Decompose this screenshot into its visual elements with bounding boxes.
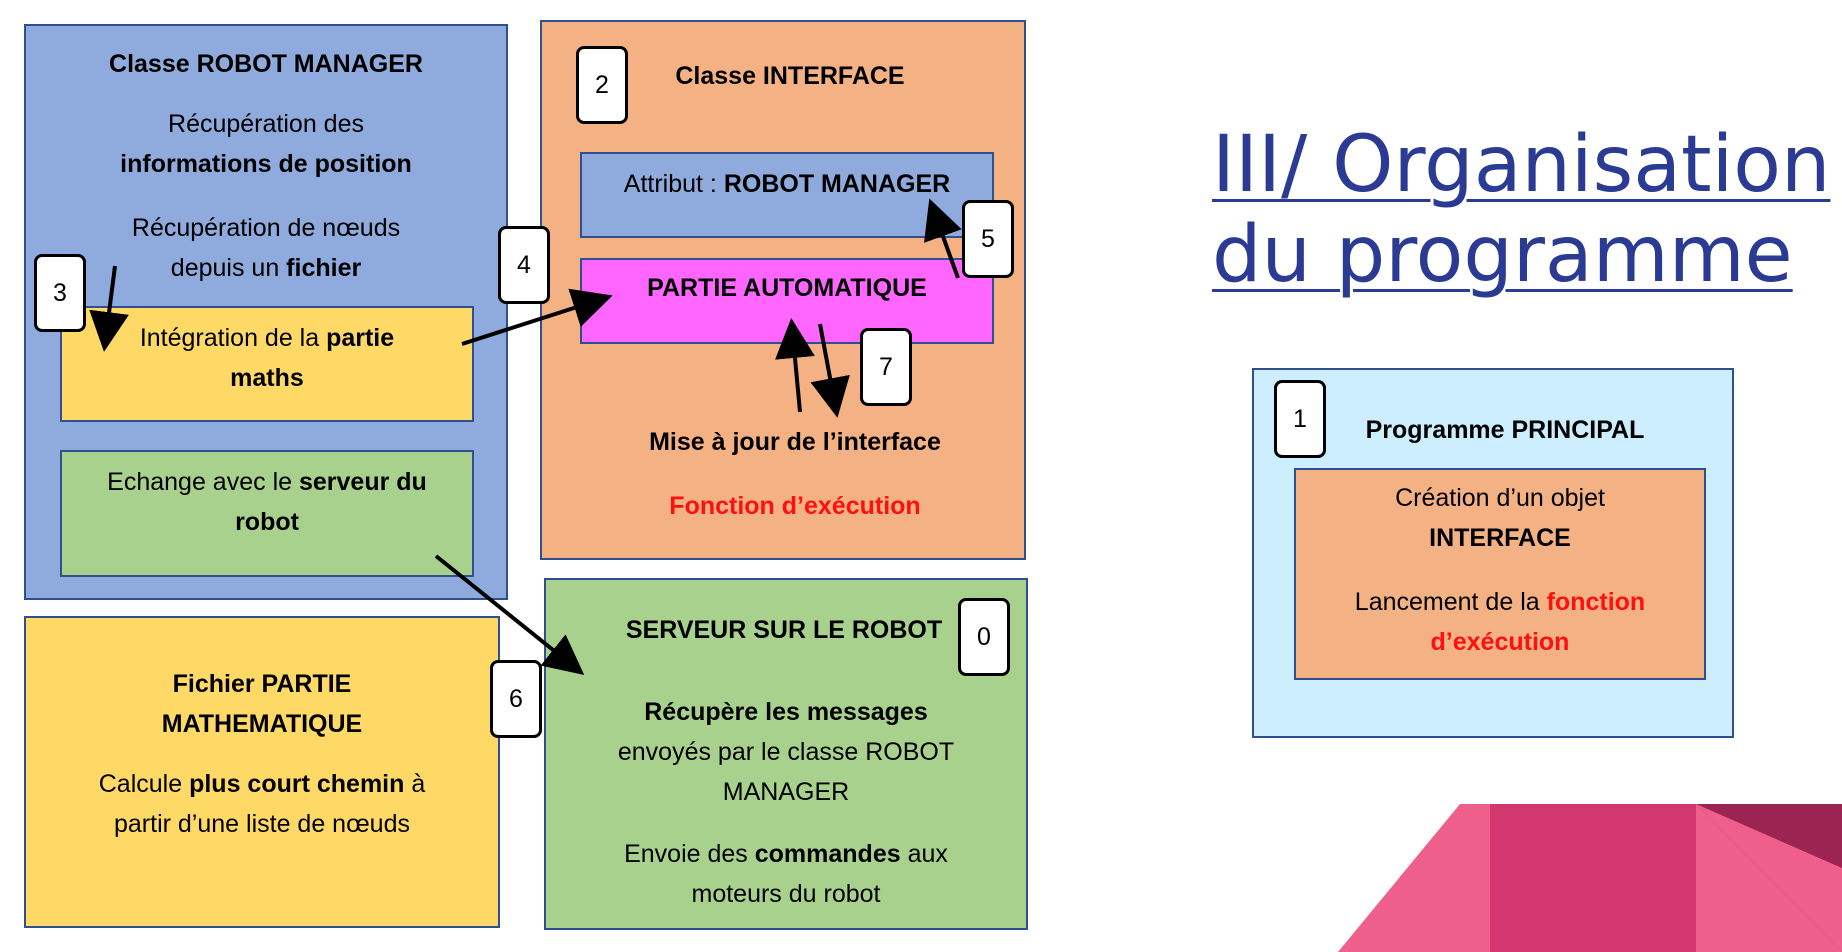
badge-5: 5 bbox=[962, 200, 1014, 278]
badge-3: 3 bbox=[34, 254, 86, 332]
programme-principal-title: Programme PRINCIPAL bbox=[1365, 416, 1645, 444]
interface-title: Classe INTERFACE bbox=[675, 62, 905, 90]
badge-0: 0 bbox=[958, 598, 1010, 676]
fichier-maths-title: Fichier PARTIE MATHEMATIQUE bbox=[161, 670, 363, 738]
badge-6: 6 bbox=[490, 660, 542, 738]
echange-serveur-box bbox=[60, 450, 474, 577]
badge-1: 1 bbox=[1274, 380, 1326, 458]
recup-position-text: Récupération des informations de positio… bbox=[120, 110, 412, 178]
principal-inner-text: Création d’un objet INTERFACE bbox=[1395, 484, 1605, 552]
partie-maths-box bbox=[60, 306, 474, 422]
badge-7: 7 bbox=[860, 328, 912, 406]
recup-noeuds-text: Récupération de nœuds depuis un fichier bbox=[131, 214, 401, 282]
fichier-maths-box bbox=[24, 616, 500, 928]
serveur-robot-text: Récupère les messages envoyés par le cla… bbox=[617, 698, 955, 806]
fichier-maths-text: Calcule plus court chemin à partir d’une… bbox=[98, 770, 426, 838]
principal-lancement-text: Lancement de la fonction d’exécution bbox=[1354, 588, 1646, 656]
fonction-execution-label: Fonction d’exécution bbox=[669, 492, 921, 520]
serveur-robot-title: SERVEUR SUR LE ROBOT bbox=[625, 616, 943, 644]
arrow-5 bbox=[924, 198, 962, 279]
mise-a-jour-label: Mise à jour de l’interface bbox=[649, 428, 941, 456]
badge-4: 4 bbox=[498, 226, 550, 304]
principal-inner-box bbox=[1294, 468, 1706, 680]
arrow-7-down bbox=[810, 323, 850, 418]
partie-automatique-label: PARTIE AUTOMATIQUE bbox=[647, 274, 927, 302]
badge-2: 2 bbox=[576, 46, 628, 124]
partie-maths-text: Intégration de la partie maths bbox=[139, 324, 395, 392]
serveur-robot-box bbox=[544, 578, 1028, 930]
robot-manager-title: Classe ROBOT MANAGER bbox=[109, 50, 423, 78]
slide-title: III/ Organisation du programme bbox=[1212, 120, 1831, 300]
arrow-6 bbox=[434, 554, 585, 676]
arrow-3 bbox=[89, 265, 129, 352]
arrow-7-up bbox=[775, 318, 815, 413]
arrow-4 bbox=[461, 288, 613, 346]
echange-serveur-text: Echange avec le serveur du robot bbox=[107, 468, 427, 536]
attribut-text: Attribut : ROBOT MANAGER bbox=[623, 170, 951, 198]
serveur-robot-commandes: Envoie des commandes aux moteurs du robo… bbox=[624, 840, 948, 908]
